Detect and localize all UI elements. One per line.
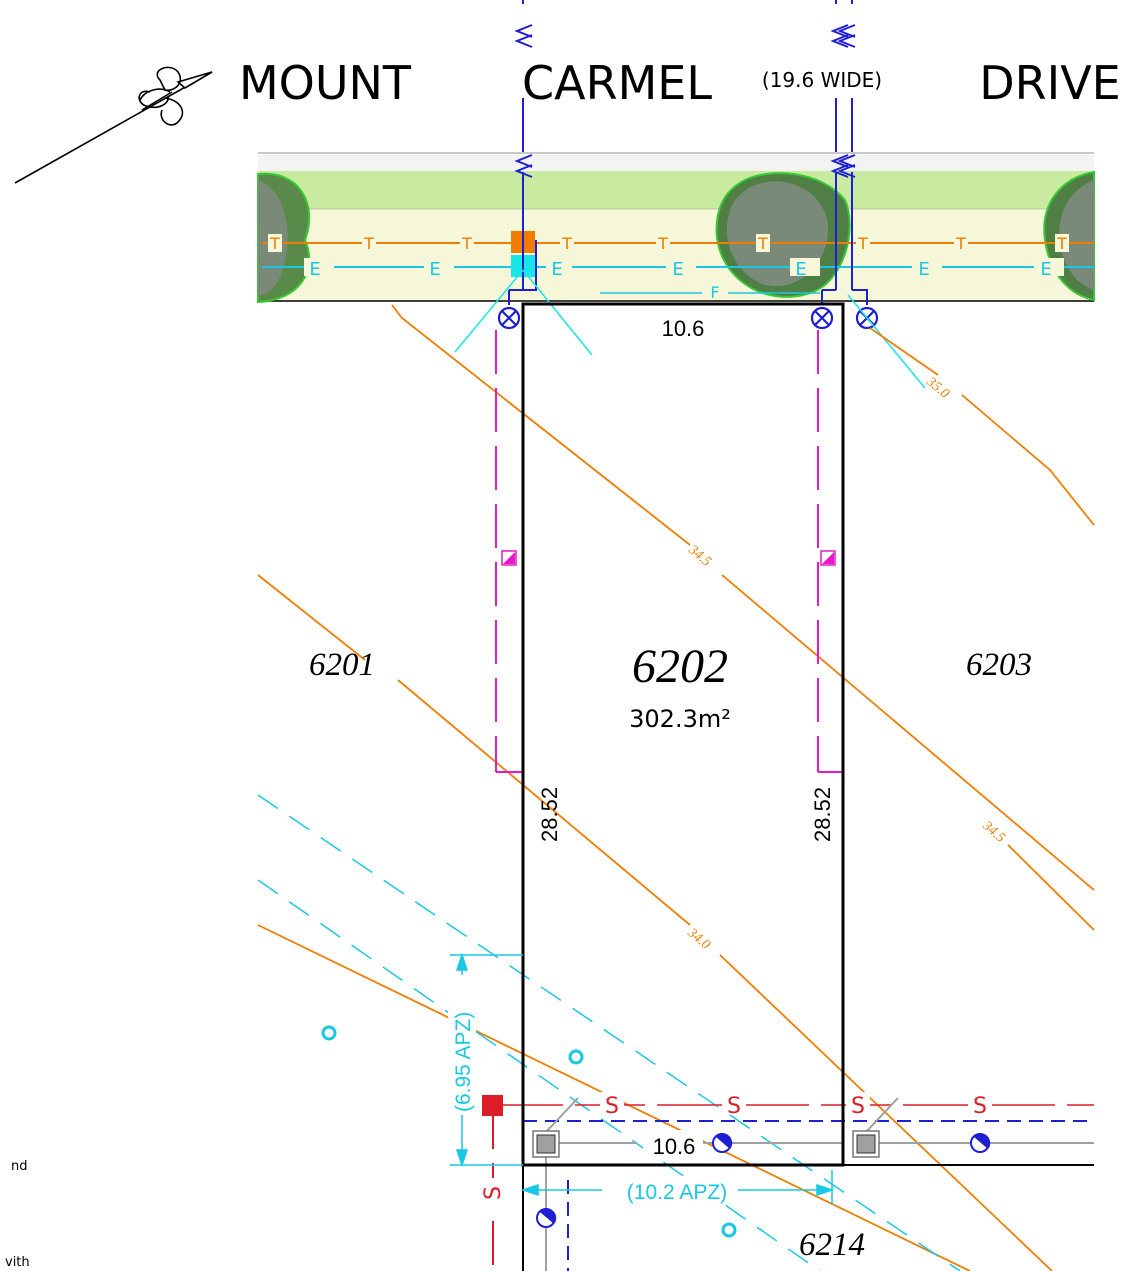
svg-text:T: T <box>955 234 966 253</box>
sewer-label: S <box>481 1186 506 1200</box>
street-name-word3: DRIVE <box>979 56 1120 110</box>
svg-text:S: S <box>605 1094 619 1119</box>
svg-text:T: T <box>561 234 572 253</box>
stormwater-point-icon <box>712 1133 733 1153</box>
lot-rear-dimension: 10.6 <box>653 1134 696 1159</box>
svg-text:T: T <box>269 234 280 253</box>
road-verge <box>258 152 1094 302</box>
fibre-label: F <box>710 283 719 302</box>
electric-splay-lines <box>454 269 926 389</box>
stormwater-point-icon <box>536 1208 557 1228</box>
sewer-line: S S S S S <box>481 1092 1094 1271</box>
neighbour-lot-left: 6201 <box>309 647 375 683</box>
street-name-word1: MOUNT <box>239 56 412 110</box>
contour-label-34: 34.0 <box>684 925 713 953</box>
margin-note-fragment: vith <box>5 1255 30 1270</box>
easement-pit-icon <box>501 550 517 566</box>
svg-text:E: E <box>795 259 806 280</box>
margin-note-fragment: nd <box>11 1159 28 1174</box>
svg-text:E: E <box>429 259 440 280</box>
survey-point-icon <box>321 1025 337 1041</box>
easement-pit-icon <box>820 550 836 566</box>
svg-text:T: T <box>1056 234 1067 253</box>
inspection-pit-icon <box>532 1130 560 1158</box>
lot-boundary <box>521 302 845 1167</box>
electric-line: E E E E E E E F <box>262 258 1094 302</box>
contour-label-34-5-lower: 34.5 <box>979 818 1008 846</box>
contour-label-34-5-upper: 34.5 <box>685 542 714 570</box>
svg-text:E: E <box>1040 259 1051 280</box>
lot-frontage-dimension: 10.6 <box>662 316 705 341</box>
svg-text:T: T <box>461 234 472 253</box>
svg-text:E: E <box>309 259 320 280</box>
street-name-word2: CARMEL <box>522 56 712 110</box>
inspection-pit-icon <box>852 1130 880 1158</box>
street-width-note: (19.6 WIDE) <box>762 68 882 92</box>
contour-label-35: 35.0 <box>923 374 952 402</box>
svg-text:T: T <box>757 234 768 253</box>
neighbour-lot-right: 6203 <box>966 647 1032 683</box>
lot-number: 6202 <box>632 640 728 693</box>
apz-boundary-lines <box>257 794 961 1271</box>
lot-right-side-dimension: 28.52 <box>810 787 835 842</box>
svg-text:E: E <box>918 259 929 280</box>
water-meter-icon <box>810 306 834 330</box>
sewer-junction-icon <box>482 1095 503 1116</box>
water-flow-arrows <box>514 24 856 178</box>
survey-point-icon <box>568 1049 584 1065</box>
svg-text:S: S <box>973 1094 987 1119</box>
svg-text:E: E <box>672 259 683 280</box>
easement-lines <box>495 330 843 773</box>
apz-horizontal-label: (10.2 APZ) <box>627 1181 727 1204</box>
lot-left-side-dimension: 28.52 <box>537 787 562 842</box>
svg-text:S: S <box>851 1094 865 1119</box>
svg-text:E: E <box>551 259 562 280</box>
survey-point-icon <box>721 1222 737 1238</box>
apz-vertical-label: (6.95 APZ) <box>452 1012 475 1112</box>
north-arrow-icon <box>14 66 213 184</box>
svg-text:T: T <box>363 234 374 253</box>
contour-lines <box>257 304 1095 1271</box>
svg-text:S: S <box>727 1094 741 1119</box>
lot-area: 302.3m² <box>629 705 731 733</box>
stormwater-point-icon <box>970 1133 991 1153</box>
svg-text:T: T <box>657 234 668 253</box>
neighbour-lot-rear: 6214 <box>799 1227 865 1263</box>
svg-text:T: T <box>857 234 868 253</box>
water-meter-icon <box>497 306 521 330</box>
